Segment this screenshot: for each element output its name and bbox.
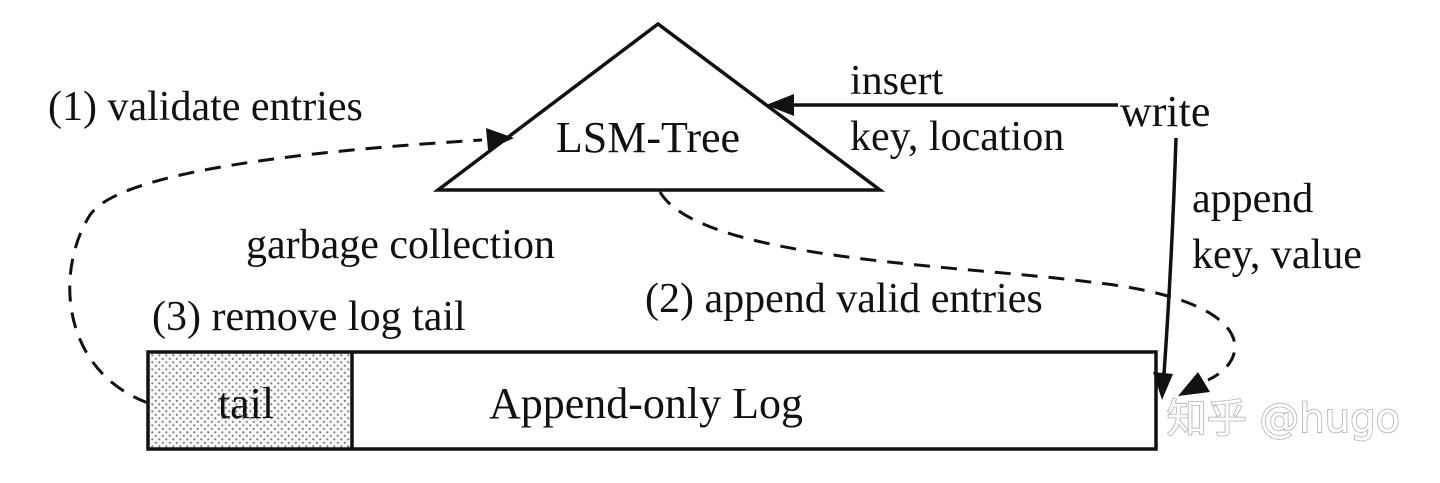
gc-step3-label: (3) remove log tail: [152, 294, 466, 340]
append-only-log-label: Append-only Log: [489, 379, 803, 428]
watermark: 知乎 @hugo: [1167, 396, 1400, 442]
append-only-log-box: [146, 350, 1158, 451]
append-arrowhead: [1153, 372, 1173, 400]
lsm-tree-label: LSM-Tree: [556, 113, 740, 162]
append-label-line1: append: [1192, 176, 1313, 222]
insert-label-line2: key, location: [850, 114, 1064, 160]
insert-arrowhead: [766, 94, 794, 116]
append-label-line2: key, value: [1192, 232, 1362, 278]
log-tail-label: tail: [218, 379, 274, 428]
insert-label-line1: insert: [850, 58, 944, 104]
log-tail-segment: [148, 352, 352, 449]
validate-entries-arrowhead: [486, 128, 514, 150]
validate-entries-arrow: [68, 138, 483, 405]
gc-step2-label: (2) append valid entries: [645, 276, 1043, 322]
gc-title: garbage collection: [246, 222, 555, 268]
write-label: write: [1120, 87, 1210, 136]
append-valid-entries-arrow: [658, 191, 1237, 382]
lsm-tree-triangle: [432, 21, 886, 192]
append-arrow: [1162, 137, 1178, 375]
append-valid-entries-arrowhead: [1178, 372, 1210, 396]
gc-step1-label: (1) validate entries: [48, 84, 363, 130]
